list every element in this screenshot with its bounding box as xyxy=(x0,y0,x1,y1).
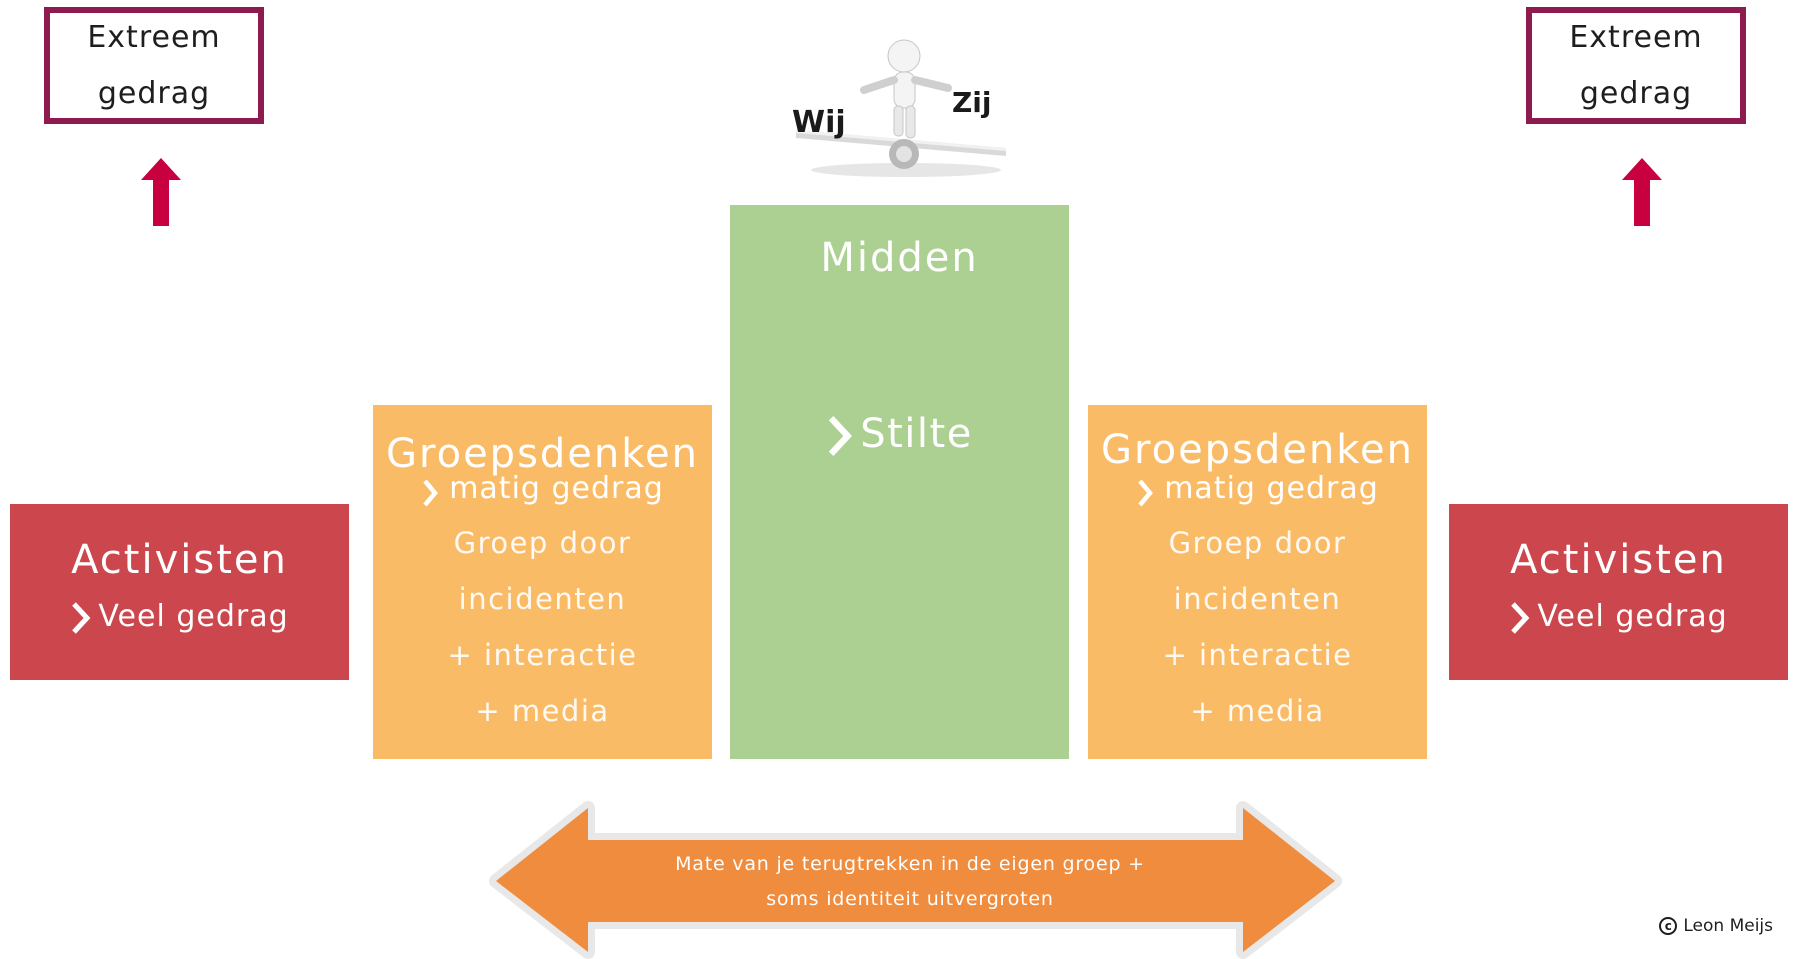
activisten-title: Activisten xyxy=(1510,537,1727,584)
copyright-text: Leon Meijs xyxy=(1683,916,1773,936)
groepsdenken-item-text: matig gedrag xyxy=(449,471,664,506)
extreme-gedrag-box-right: Extreem gedrag xyxy=(1526,7,1746,124)
groepsdenken-title: Groepsdenken xyxy=(1101,427,1414,473)
groepsdenken-line: + interactie xyxy=(1162,637,1353,672)
copyright-icon: c xyxy=(1659,917,1678,935)
balance-label-wij: Wij xyxy=(792,105,846,140)
midden-block: Midden Stilte xyxy=(730,205,1069,759)
chevron-right-icon xyxy=(1136,473,1158,507)
groepsdenken-line: incidenten xyxy=(458,581,627,616)
groepsdenken-item-text: matig gedrag xyxy=(1164,471,1379,506)
groepsdenken-title: Groepsdenken xyxy=(386,431,699,477)
arrow-text-line1: Mate van je terugtrekken in de eigen gro… xyxy=(675,853,1145,875)
groepsdenken-line: + media xyxy=(1190,693,1325,728)
double-arrow-shape xyxy=(489,801,1342,959)
groepsdenken-line: + interactie xyxy=(447,637,638,672)
chevron-right-icon xyxy=(70,601,92,635)
midden-title: Midden xyxy=(820,235,979,281)
balance-seesaw-image: Wij Zij xyxy=(792,39,1006,177)
chevron-right-icon xyxy=(421,473,443,507)
activisten-item-text: Veel gedrag xyxy=(1537,599,1728,635)
chevron-right-icon xyxy=(1509,601,1531,635)
groepsdenken-line: Groep door xyxy=(453,525,632,560)
extreme-line1: Extreem xyxy=(87,19,221,55)
up-arrow-icon-right xyxy=(1622,158,1662,226)
groepsdenken-line: + media xyxy=(475,693,610,728)
copyright: c Leon Meijs xyxy=(1659,916,1773,936)
activisten-block-right: Activisten Veel gedrag xyxy=(1449,504,1788,680)
activisten-item: Veel gedrag xyxy=(1509,599,1727,635)
extreme-line2: gedrag xyxy=(97,75,211,111)
groepsdenken-block-left: Groepsdenken matig gedrag Groep door inc… xyxy=(373,405,712,759)
midden-item: Stilte xyxy=(826,411,973,458)
groepsdenken-line: Groep door xyxy=(1168,525,1347,560)
activisten-block-left: Activisten Veel gedrag xyxy=(10,504,349,680)
extreme-gedrag-box-left: Extreem gedrag xyxy=(44,7,264,124)
activisten-item: Veel gedrag xyxy=(70,599,288,635)
chevron-right-icon xyxy=(826,414,854,458)
extreme-line2: gedrag xyxy=(1579,75,1693,111)
groepsdenken-line: incidenten xyxy=(1173,581,1342,616)
groepsdenken-block-right: Groepsdenken matig gedrag Groep door inc… xyxy=(1088,405,1427,759)
up-arrow-icon-left xyxy=(141,158,181,226)
activisten-title: Activisten xyxy=(71,537,288,584)
midden-item-text: Stilte xyxy=(860,411,973,457)
balance-label-zij: Zij xyxy=(952,86,992,119)
extreme-line1: Extreem xyxy=(1569,19,1703,55)
groepsdenken-item: matig gedrag xyxy=(1136,471,1379,507)
activisten-item-text: Veel gedrag xyxy=(98,599,289,635)
arrow-text-line2: soms identiteit uitvergroten xyxy=(766,888,1054,910)
groepsdenken-item: matig gedrag xyxy=(421,471,664,507)
